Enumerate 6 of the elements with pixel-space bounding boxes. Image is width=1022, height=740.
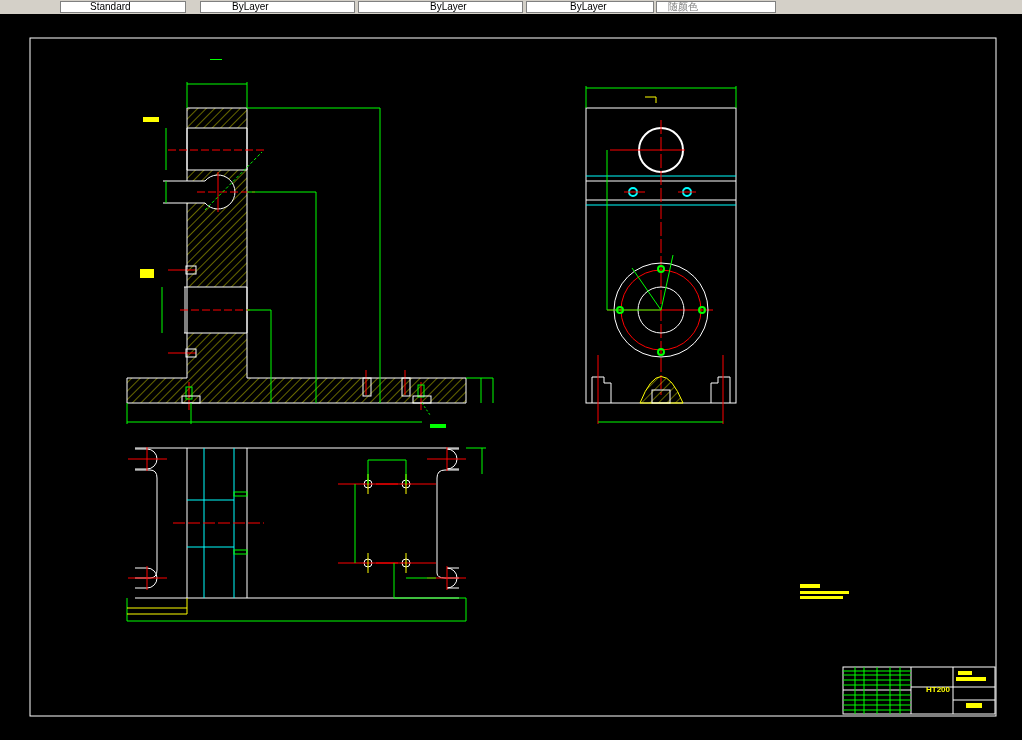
dropdown-value: ByLayer xyxy=(570,1,607,13)
dropdown-value: ByLayer xyxy=(232,1,269,13)
dropdown-value: 随颜色 xyxy=(668,1,698,13)
dropdown-value: Standard xyxy=(90,1,131,13)
material-label: HT200 xyxy=(926,685,950,694)
dropdown-value: ByLayer xyxy=(430,1,467,13)
